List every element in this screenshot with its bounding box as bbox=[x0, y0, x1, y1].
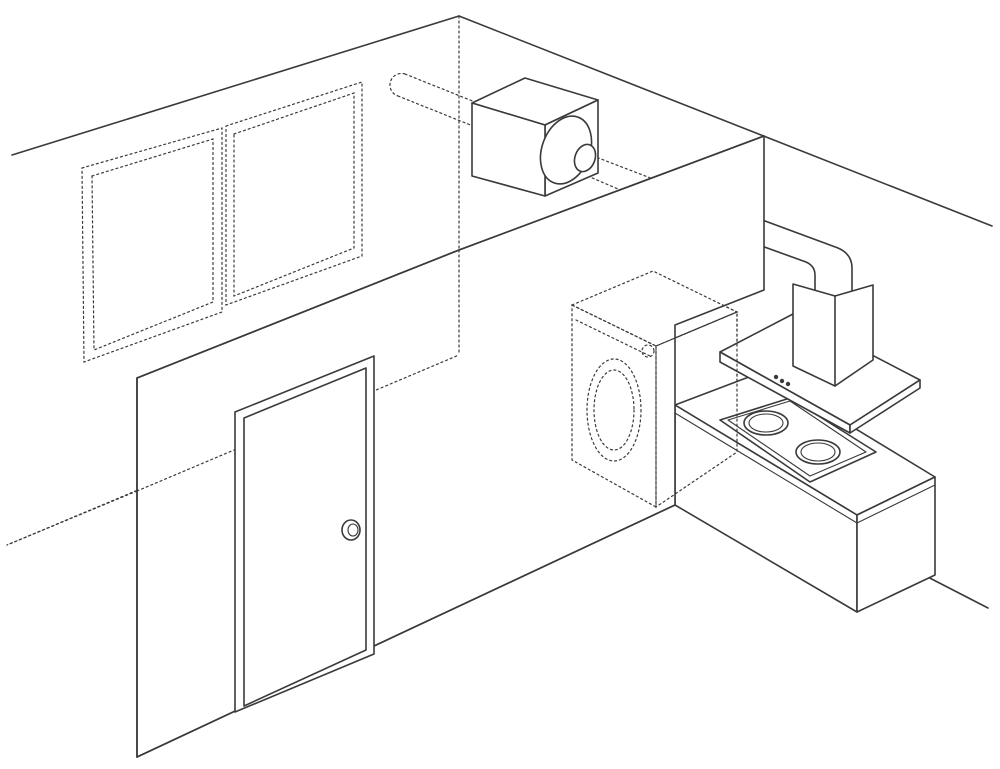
window-right bbox=[225, 81, 363, 306]
hood-button bbox=[779, 378, 785, 384]
window-left bbox=[81, 127, 223, 363]
door bbox=[234, 355, 375, 713]
burner-left bbox=[743, 410, 789, 436]
washing-machine-behind-wall bbox=[6, 270, 739, 546]
side-wall-top-edge bbox=[458, 15, 993, 227]
front-wall bbox=[136, 135, 765, 758]
hood-button bbox=[773, 374, 779, 380]
hood-button bbox=[785, 381, 791, 387]
floor-edge-right bbox=[919, 572, 989, 609]
door-panel bbox=[243, 367, 367, 707]
burner-right bbox=[795, 439, 841, 465]
back-wall-top-edge bbox=[11, 15, 460, 156]
fan-box bbox=[471, 77, 599, 197]
range-hood bbox=[719, 283, 921, 434]
door-knob bbox=[341, 519, 361, 541]
cooktop bbox=[719, 397, 877, 483]
